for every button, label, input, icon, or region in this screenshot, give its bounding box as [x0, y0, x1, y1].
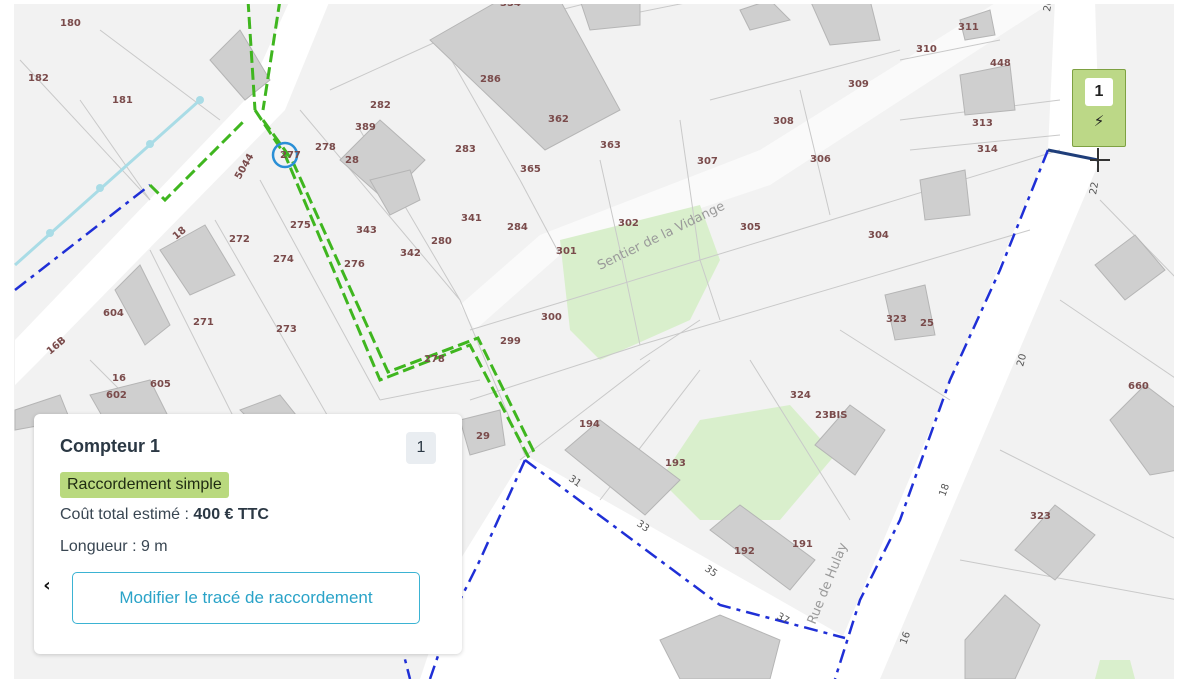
svg-text:308: 308	[773, 116, 794, 127]
svg-text:448: 448	[990, 58, 1011, 69]
cost-value: 400 € TTC	[193, 506, 269, 523]
svg-text:191: 191	[792, 539, 813, 550]
green-area-3	[1095, 660, 1135, 679]
map-top-edge	[0, 0, 1178, 4]
road-west	[15, 0, 330, 385]
connection-route	[148, 0, 538, 461]
svg-text:602: 602	[106, 390, 127, 401]
svg-text:300: 300	[541, 312, 562, 323]
lightning-icon: ⚡	[1093, 112, 1105, 130]
svg-text:192: 192	[734, 546, 755, 557]
connection-type-badge: Raccordement simple	[60, 472, 229, 498]
svg-text:22: 22	[1088, 181, 1101, 195]
svg-text:343: 343	[356, 225, 377, 236]
estimated-cost: Coût total estimé : 400 € TTC	[60, 506, 269, 524]
svg-text:280: 280	[431, 236, 452, 247]
svg-text:284: 284	[507, 222, 528, 233]
svg-text:323: 323	[1030, 511, 1051, 522]
svg-text:25: 25	[920, 318, 934, 329]
green-area-2	[660, 405, 835, 520]
collapse-panel-button[interactable]: ‹	[34, 570, 60, 600]
svg-text:28: 28	[345, 155, 359, 166]
svg-text:16: 16	[112, 373, 126, 384]
meter-info-card: Compteur 1 1 Raccordement simple Coût to…	[34, 414, 462, 654]
connection-length: Longueur : 9 m	[60, 538, 168, 555]
svg-text:363: 363	[600, 140, 621, 151]
svg-text:309: 309	[848, 79, 869, 90]
svg-text:605: 605	[150, 379, 171, 390]
svg-text:306: 306	[810, 154, 831, 165]
svg-text:302: 302	[618, 218, 639, 229]
svg-text:389: 389	[355, 122, 376, 133]
chevron-left-icon: ‹	[43, 574, 51, 596]
svg-text:286: 286	[480, 74, 501, 85]
svg-text:283: 283	[455, 144, 476, 155]
svg-text:310: 310	[916, 44, 937, 55]
svg-text:29: 29	[476, 431, 490, 442]
buildings	[14, 0, 1178, 679]
svg-text:18: 18	[937, 482, 952, 498]
card-title: Compteur 1	[60, 436, 161, 456]
svg-text:314: 314	[977, 144, 998, 155]
light-blue-network	[14, 96, 204, 267]
svg-text:273: 273	[276, 324, 297, 335]
cost-label: Coût total estimé :	[60, 506, 194, 523]
connection-branch	[1047, 148, 1099, 162]
svg-text:299: 299	[500, 336, 521, 347]
svg-text:304: 304	[868, 230, 889, 241]
svg-text:311: 311	[958, 22, 979, 33]
svg-text:23BIS: 23BIS	[815, 410, 847, 421]
svg-text:660: 660	[1128, 381, 1149, 392]
svg-text:307: 307	[697, 156, 718, 167]
meter-marker[interactable]: 1 ⚡	[1072, 69, 1126, 147]
svg-text:274: 274	[273, 254, 294, 265]
meter-count-badge: 1	[406, 432, 436, 464]
svg-text:193: 193	[665, 458, 686, 469]
svg-text:182: 182	[28, 73, 49, 84]
svg-text:301: 301	[556, 246, 577, 257]
svg-text:278: 278	[315, 142, 336, 153]
svg-text:341: 341	[461, 213, 482, 224]
svg-text:276: 276	[344, 259, 365, 270]
svg-text:365: 365	[520, 164, 541, 175]
map-right-edge	[1174, 0, 1178, 679]
svg-text:194: 194	[579, 419, 600, 430]
svg-text:272: 272	[229, 234, 250, 245]
svg-text:20: 20	[1015, 353, 1029, 368]
svg-text:604: 604	[103, 308, 124, 319]
svg-text:277: 277	[280, 150, 301, 161]
svg-text:16: 16	[898, 630, 913, 646]
svg-text:354: 354	[500, 0, 521, 9]
meter-number: 1	[1085, 78, 1113, 106]
modify-route-button[interactable]: Modifier le tracé de raccordement	[72, 572, 420, 624]
svg-text:362: 362	[548, 114, 569, 125]
road-east	[825, 0, 1100, 679]
svg-text:282: 282	[370, 100, 391, 111]
path-sentier	[460, 0, 1055, 330]
svg-text:305: 305	[740, 222, 761, 233]
start-point-marker[interactable]	[271, 141, 299, 169]
parcel-numbers: 180 182 181 286 282 389 278 28 277 5044 …	[28, 0, 1149, 557]
road-south	[420, 455, 850, 679]
svg-text:278: 278	[424, 354, 445, 365]
svg-text:324: 324	[790, 390, 811, 401]
svg-text:180: 180	[60, 18, 81, 29]
svg-text:323: 323	[886, 314, 907, 325]
road-numbers: 22 20 18 16 31 33 35 37 20	[566, 0, 1101, 646]
svg-text:181: 181	[112, 95, 133, 106]
map-left-edge	[0, 0, 14, 679]
connection-point-icon	[1090, 148, 1110, 172]
svg-text:342: 342	[400, 248, 421, 259]
svg-text:313: 313	[972, 118, 993, 129]
green-area-1	[560, 205, 720, 360]
svg-text:271: 271	[193, 317, 214, 328]
svg-text:275: 275	[290, 220, 311, 231]
